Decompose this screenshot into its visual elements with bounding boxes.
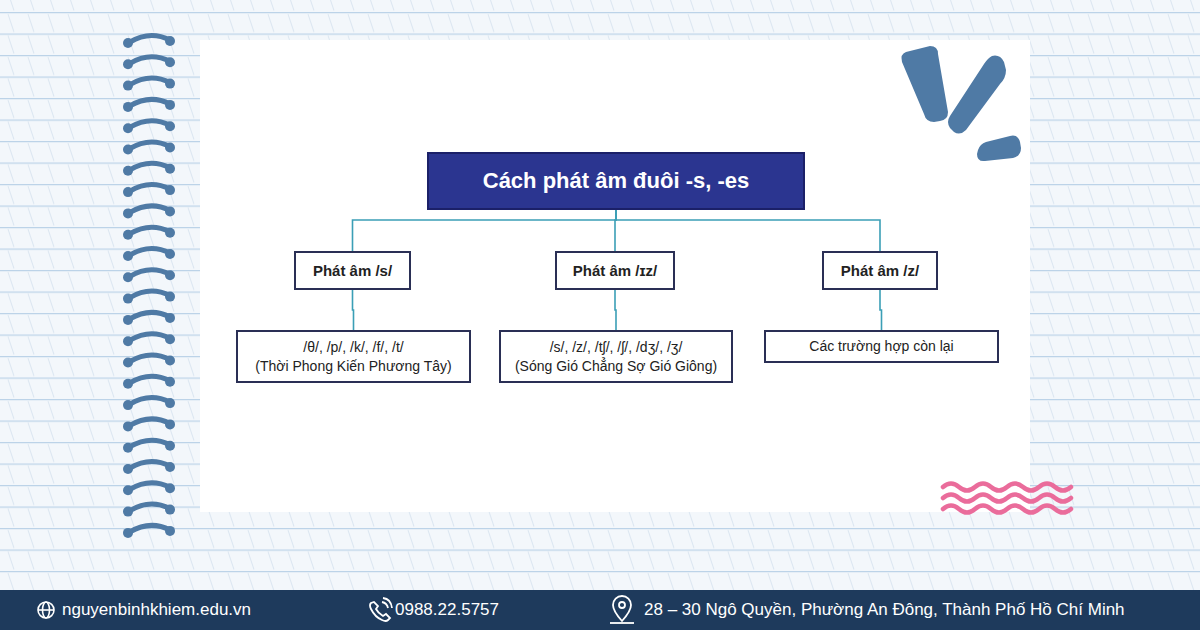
connector-line — [880, 290, 882, 330]
connector-line — [616, 210, 880, 251]
node-text: /θ/, /p/, /k/, /f/, /t/ — [248, 338, 459, 357]
binding-ring — [123, 312, 175, 325]
binding-ring — [123, 291, 175, 304]
footer-text: 28 – 30 Ngô Quyền, Phường An Đông, Thành… — [644, 600, 1125, 620]
node-text: /s/, /z/, /tʃ/, /ʃ/, /dʒ/, /ʒ/ — [511, 338, 721, 357]
binding-ring — [123, 99, 175, 112]
binding-ring — [123, 227, 175, 240]
binding-ring — [123, 525, 175, 538]
binding-ring — [123, 419, 175, 432]
binding-ring — [123, 185, 175, 198]
spiral-binding — [123, 35, 175, 537]
footer-text: nguyenbinhkhiem.edu.vn — [62, 600, 251, 620]
node-text: Phát âm /ɪz/ — [569, 262, 661, 279]
node-text: Phát âm /z/ — [836, 262, 924, 279]
category-box: Phát âm /z/ — [822, 251, 938, 290]
binding-ring — [123, 398, 175, 411]
footer-bar: nguyenbinhkhiem.edu.vn 0988.22.5757 28 – 3… — [0, 590, 1200, 630]
pink-waves — [943, 484, 1071, 513]
connector-line — [615, 210, 616, 251]
ruled-lines — [0, 0, 1200, 590]
binding-ring — [123, 483, 175, 496]
binding-ring — [123, 355, 175, 368]
node-text: Cách phát âm đuôi -s, -es — [469, 168, 763, 194]
node-text: Phát âm /s/ — [308, 262, 397, 279]
sound-list-box: /θ/, /p/, /k/, /f/, /t/(Thời Phong Kiến … — [236, 330, 471, 383]
title-box: Cách phát âm đuôi -s, -es — [427, 152, 805, 210]
page-ground — [0, 0, 1200, 590]
accent-slashes — [902, 46, 1022, 161]
binding-ring — [123, 142, 175, 155]
binding-ring — [123, 163, 175, 176]
binding-ring — [123, 334, 175, 347]
binding-ring — [123, 35, 175, 48]
phone-icon — [370, 598, 392, 621]
binding-ring — [123, 440, 175, 453]
binding-ring — [123, 121, 175, 134]
location-icon — [610, 596, 634, 623]
binding-ring — [123, 78, 175, 91]
binding-ring — [123, 376, 175, 389]
connector-line — [353, 210, 617, 251]
binding-ring — [123, 248, 175, 261]
binding-ring — [123, 270, 175, 283]
binding-ring — [123, 206, 175, 219]
binding-ring — [123, 461, 175, 474]
node-text: (Thời Phong Kiến Phương Tây) — [248, 357, 459, 376]
connector-line — [353, 290, 354, 330]
category-box: Phát âm /ɪz/ — [555, 251, 675, 290]
binding-ring — [123, 504, 175, 517]
globe-icon — [38, 602, 54, 618]
binding-ring — [123, 57, 175, 70]
footer-text: 0988.22.5757 — [395, 600, 499, 620]
category-box: Phát âm /s/ — [294, 251, 411, 290]
connector-line — [615, 290, 616, 330]
node-text: Các trường hợp còn lại — [776, 337, 987, 356]
white-card — [200, 40, 1030, 512]
node-text: (Sóng Gió Chẳng Sợ Gió Giông) — [511, 357, 721, 376]
sound-list-box: /s/, /z/, /tʃ/, /ʃ/, /dʒ/, /ʒ/(Sóng Gió … — [499, 330, 733, 383]
sound-list-box: Các trường hợp còn lại — [764, 330, 999, 363]
